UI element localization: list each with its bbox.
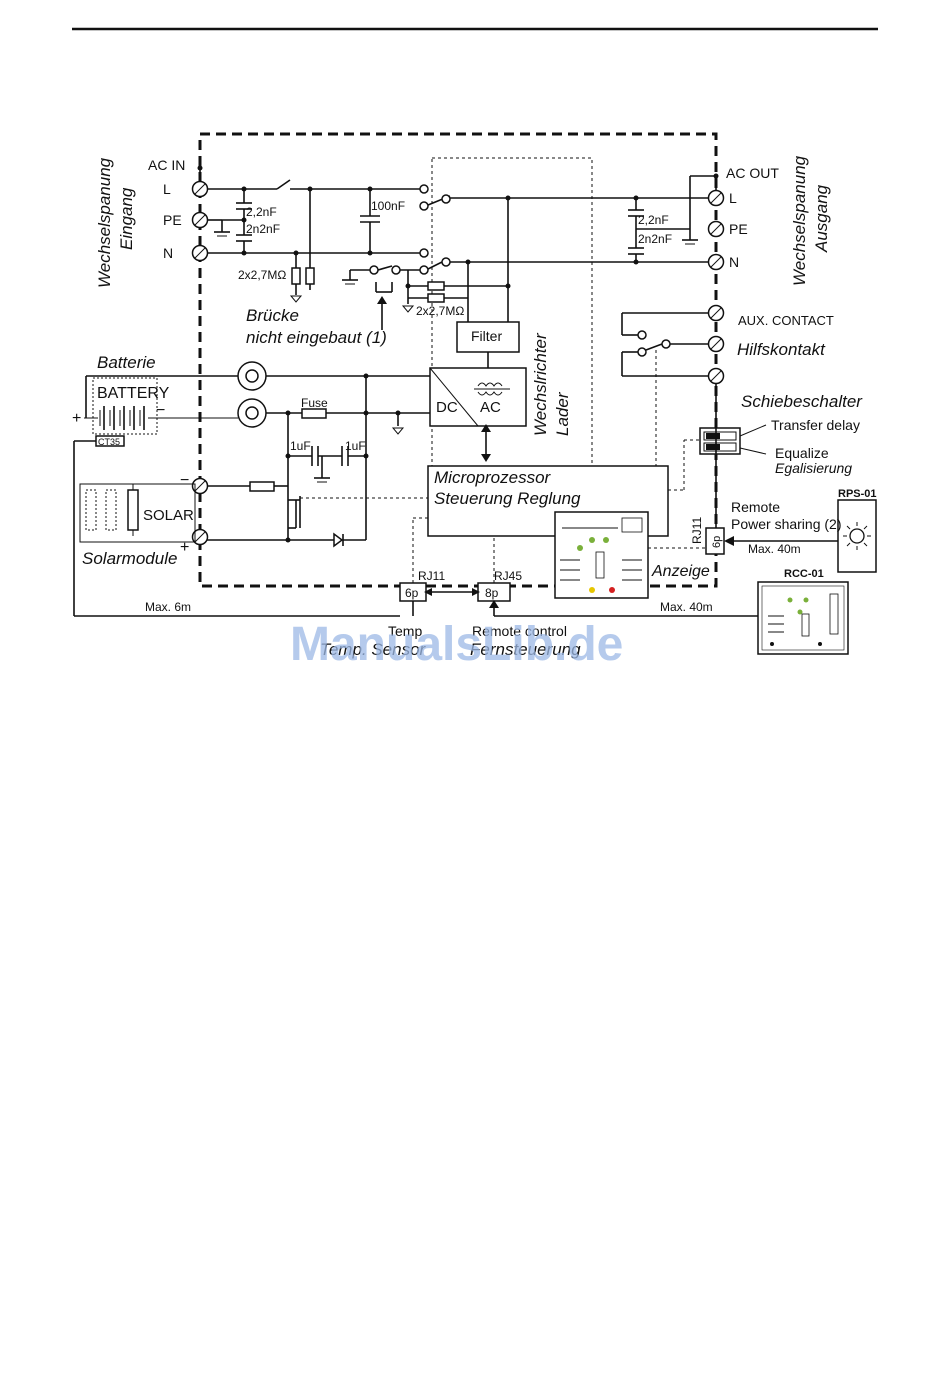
- temp-sensor-label: Temp. Sensor: [320, 640, 427, 659]
- n-out-label: N: [729, 254, 739, 270]
- bruecke-sub-label: nicht eingebaut (1): [246, 328, 387, 347]
- egalisierung-label: Egalisierung: [775, 460, 852, 476]
- solarmodule-label: Solarmodule: [82, 549, 177, 568]
- relay-region: [431, 157, 593, 469]
- solar-minus: −: [180, 472, 189, 489]
- battery-label: BATTERY: [97, 385, 170, 402]
- dc-label: DC: [436, 399, 458, 416]
- solar-panels-icon: [79, 483, 196, 543]
- eingang-title: Wechselspanung: [95, 157, 114, 288]
- ausgang-subtitle: Ausgang: [812, 184, 831, 253]
- rj45-label: RJ45: [494, 569, 522, 583]
- ac-output-terminals: [707, 189, 725, 271]
- aux-terminals: [707, 304, 725, 385]
- equalize-label: Equalize: [775, 445, 829, 461]
- battery-box: [92, 377, 158, 435]
- temp-label: Temp: [388, 623, 422, 639]
- filter-label: Filter: [471, 328, 502, 344]
- l-in-label: L: [163, 181, 171, 197]
- ac-input-terminals: [191, 180, 209, 262]
- fuse-label: Fuse: [301, 396, 328, 410]
- ausgang-title: Wechselspanung: [790, 155, 809, 286]
- hilfskontakt-label: Hilfskontakt: [737, 340, 826, 359]
- dc-ac-converter: [429, 367, 527, 427]
- solar-plus: +: [180, 539, 189, 556]
- max6m-label: Max. 6m: [145, 600, 191, 614]
- transformer-icon: [474, 382, 510, 396]
- ac-in-label: AC IN: [148, 157, 185, 173]
- cap-100nf-label: 100nF: [371, 199, 405, 213]
- six-p-label: 6p: [405, 586, 419, 600]
- solar-label: SOLAR: [143, 507, 194, 524]
- six-p-side-label: 6p: [711, 536, 723, 548]
- sun-icon: [843, 522, 871, 550]
- rj11-bottom-label: RJ11: [418, 569, 445, 583]
- eight-p-label: 8p: [485, 586, 499, 600]
- rj11-side-label: RJ11: [690, 517, 704, 544]
- micro-label-2: Steuerung Reglung: [434, 489, 581, 508]
- res-left-label: 2x2,7MΩ: [238, 268, 286, 282]
- ac-label: AC: [480, 399, 501, 416]
- rcc01-label: RCC-01: [784, 568, 824, 580]
- lader-label: Lader: [553, 391, 572, 436]
- transfer-delay-label: Transfer delay: [771, 417, 860, 433]
- uf2-label: 1uF: [345, 439, 366, 453]
- solar-terminals: [191, 477, 209, 546]
- fuse: [301, 408, 327, 419]
- cap-22nf-out-label: 2,2nF: [638, 213, 669, 227]
- rcc01-remote-icon: [757, 581, 849, 655]
- fernsteuerung-label: Fernsteuerung: [470, 640, 581, 659]
- solar-fuse: [249, 481, 275, 492]
- remote-control-label: Remote control: [472, 623, 567, 639]
- unit-enclosure: [198, 132, 718, 588]
- eingang-subtitle: Eingang: [117, 187, 136, 250]
- cap-2n2nf-in-label: 2n2nF: [246, 222, 280, 236]
- bruecke-label: Brücke: [246, 306, 299, 325]
- filter-box: [456, 321, 520, 353]
- cap-22nf-in-label: 2,2nF: [246, 205, 277, 219]
- ac-out-label: AC OUT: [726, 165, 779, 181]
- uf1-label: 1uF: [290, 439, 311, 453]
- battery-minus: −: [156, 402, 165, 419]
- res-right-label: 2x2,7MΩ: [416, 304, 464, 318]
- max40m-b-label: Max. 40m: [660, 600, 713, 614]
- display-panel-icon: [554, 511, 649, 599]
- schiebeschalter-label: Schiebeschalter: [741, 392, 863, 411]
- remote-label: Remote: [731, 499, 780, 515]
- battery-plus: +: [72, 410, 81, 427]
- rps01-label: RPS-01: [838, 488, 877, 500]
- l-out-label: L: [729, 190, 737, 206]
- n-in-label: N: [163, 245, 173, 261]
- ct35-label: CT35: [98, 437, 120, 447]
- battery-cells-icon: [84, 406, 238, 430]
- aux-contact-label: AUX. CONTACT: [738, 313, 834, 328]
- max40m-a-label: Max. 40m: [748, 542, 801, 556]
- battery-terminals: [237, 361, 267, 428]
- pe-out-label: PE: [729, 221, 748, 237]
- power-sharing-label: Power sharing (2): [731, 516, 842, 532]
- anzeige-label: Anzeige: [651, 563, 710, 580]
- watermark: ManualsLib.de: [290, 618, 623, 671]
- pe-in-label: PE: [163, 212, 182, 228]
- wechselrichter-label: Wechslrichter: [531, 332, 550, 436]
- cap-2n2nf-out-label: 2n2nF: [638, 232, 672, 246]
- batterie-label: Batterie: [97, 353, 156, 372]
- micro-label-1: Microprozessor: [434, 468, 552, 487]
- slide-switch: [699, 427, 741, 455]
